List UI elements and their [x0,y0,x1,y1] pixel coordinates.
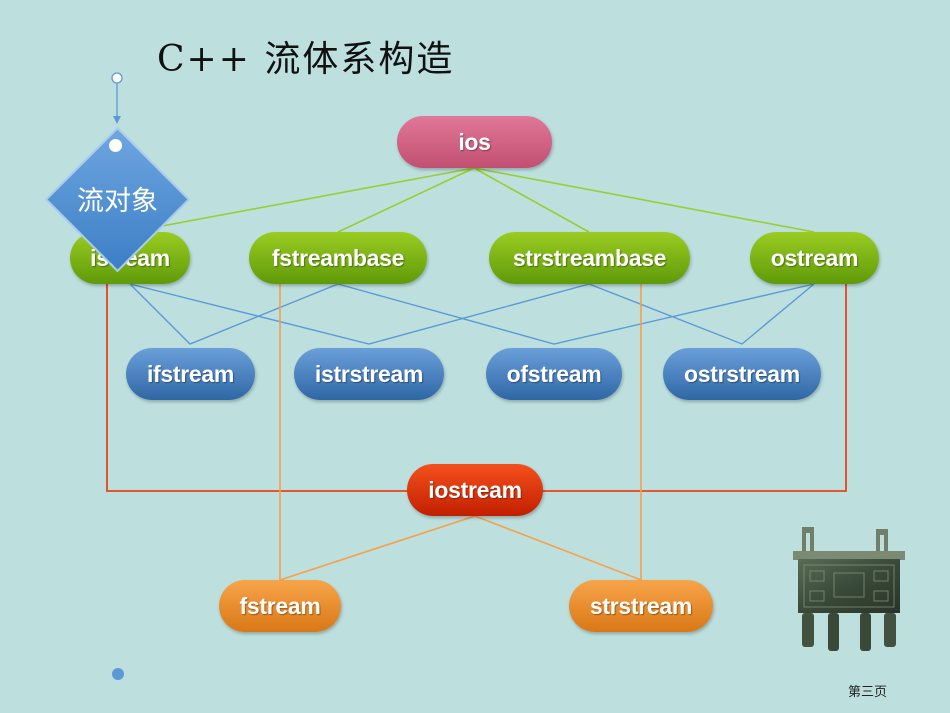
link-istream-fstreambase-ifstream [129,283,339,345]
node-fstreambase[interactable]: fstreambase [249,232,427,284]
link-ios-istream [129,167,475,233]
node-strstreambase[interactable]: strstreambase [489,232,690,284]
link-ios-ostream [473,167,815,233]
link-istream-iostream [106,284,408,492]
node-ios[interactable]: ios [397,116,552,168]
link-fstreambase-ostream-ofstream [337,283,815,345]
badge-label: 流对象 [77,186,158,217]
link-ios-strstreambase [473,167,590,233]
node-ostrstream[interactable]: ostrstream [663,348,821,400]
link-iostream-fstream [279,515,476,581]
link-istream-strstreambase-istrstream [129,283,590,345]
link-iostream-strstream [474,515,642,581]
badge-dot [109,139,122,152]
stream-object-badge: 流对象 [44,126,191,273]
page-title: C++ 流体系构造 [157,39,455,80]
node-istrstream[interactable]: istrstream [294,348,444,400]
link-ostream-iostream [542,284,847,492]
node-iostream[interactable]: iostream [407,464,543,516]
link-strstreambase-ostream-ostrstream [588,283,815,345]
page-number-label: 第三页 [848,685,888,700]
node-ostream[interactable]: ostream [750,232,879,284]
node-fstream[interactable]: fstream [219,580,341,632]
node-strstream[interactable]: strstream [569,580,713,632]
node-ifstream[interactable]: ifstream [126,348,255,400]
link-ios-fstreambase [337,167,475,233]
node-ofstream[interactable]: ofstream [486,348,622,400]
bronze-ding-vessel-icon [793,527,905,651]
flow-connector [111,72,123,124]
bullet-dot [112,668,124,680]
